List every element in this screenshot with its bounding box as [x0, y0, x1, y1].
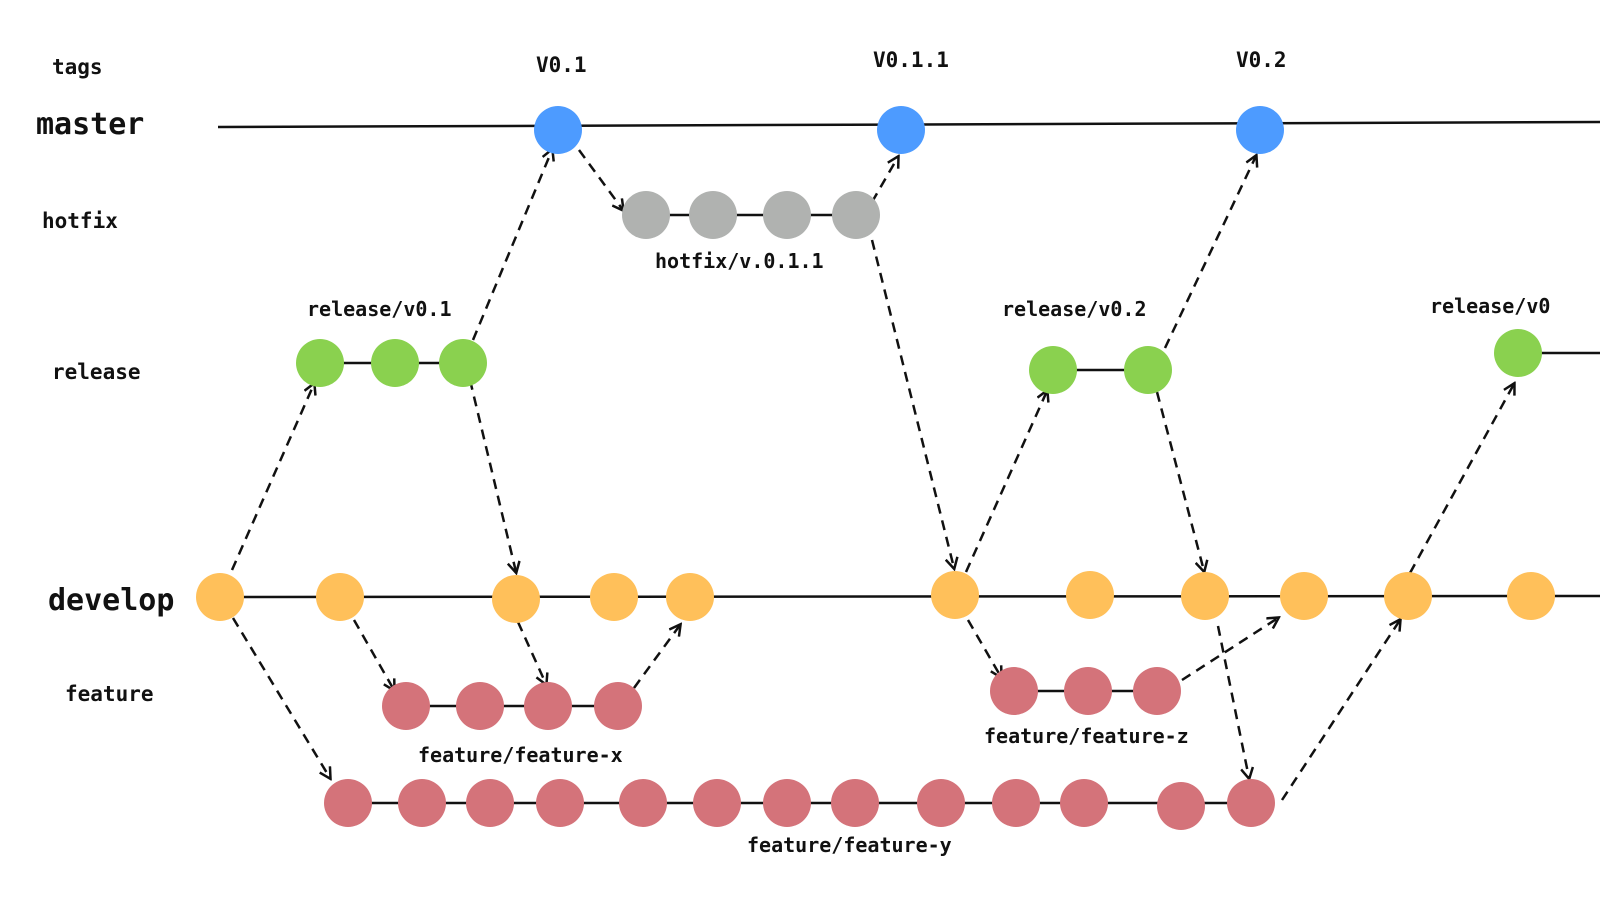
master-commit — [1236, 106, 1284, 154]
hotfix-commit — [622, 191, 670, 239]
develop-commit — [1280, 572, 1328, 620]
arrow-develop-to-feature-y-2 — [1216, 625, 1249, 778]
arrow-feature-y-to-develop — [1280, 620, 1400, 801]
master-commit — [877, 106, 925, 154]
feature-z-commit — [1133, 667, 1181, 715]
row-label-release: release — [52, 360, 141, 384]
feature-y-commit — [398, 779, 446, 827]
feature-y-commit — [1227, 779, 1275, 827]
develop-commit — [1384, 572, 1432, 620]
develop-commit — [1507, 572, 1555, 620]
arrow-develop-to-release-v0-2 — [964, 391, 1047, 573]
feature-y-commit — [693, 779, 741, 827]
feature-z-commit — [1064, 667, 1112, 715]
hotfix-commit — [763, 191, 811, 239]
feature-y-commit — [992, 779, 1040, 827]
develop-commit — [1181, 572, 1229, 620]
release-commit — [371, 339, 419, 387]
develop-line — [219, 594, 1600, 599]
hotfix-commit — [832, 191, 880, 239]
row-label-tags: tags — [52, 55, 103, 79]
row-label-master: master — [36, 107, 144, 142]
tag-label-v0-1-1: V0.1.1 — [873, 48, 949, 72]
develop-commit — [196, 573, 244, 621]
feature-y-commit — [536, 779, 584, 827]
arrow-feature-x-to-develop — [632, 625, 680, 689]
feature-y-commit — [831, 779, 879, 827]
arrow-develop-to-feature-x — [352, 619, 394, 690]
feature-x-commit — [456, 682, 504, 730]
arrow-feature-z-to-develop — [1181, 618, 1278, 682]
arrow-master-to-hotfix — [577, 149, 623, 210]
feature-z-commit — [990, 667, 1038, 715]
feature-y-commit — [324, 779, 372, 827]
develop-commit — [666, 573, 714, 621]
tag-label-v0-2: V0.2 — [1236, 48, 1287, 72]
feature-y-commit — [763, 779, 811, 827]
release-commit — [1029, 346, 1077, 394]
feature-y-commit — [1157, 782, 1205, 830]
tag-label-v0-1: V0.1 — [536, 53, 587, 77]
arrow-develop-to-release-v0-1 — [230, 384, 314, 571]
branch-label-release-v0-1: release/v0.1 — [307, 297, 452, 321]
release-commit — [296, 339, 344, 387]
hotfix-commit — [689, 191, 737, 239]
row-label-hotfix: hotfix — [42, 209, 118, 233]
master-commit — [534, 106, 582, 154]
arrow-hotfix-to-develop — [870, 239, 954, 568]
arrow-develop-to-release-v0-3 — [1408, 384, 1514, 574]
arrow-release-v0-1-to-develop — [468, 379, 516, 572]
release-commit — [439, 339, 487, 387]
develop-commit — [492, 575, 540, 623]
commit-nodes — [196, 106, 1555, 830]
release-commit — [1124, 346, 1172, 394]
feature-y-commit — [1060, 779, 1108, 827]
develop-commit — [590, 573, 638, 621]
feature-y-commit — [466, 779, 514, 827]
feature-y-commit — [619, 779, 667, 827]
develop-commit — [316, 573, 364, 621]
row-label-develop: develop — [48, 583, 174, 618]
release-commit — [1494, 329, 1542, 377]
arrow-hotfix-to-master — [870, 157, 898, 203]
branch-label-release-v0-3: release/v0 — [1430, 294, 1550, 318]
arrow-develop-to-feature-x-2 — [516, 621, 546, 684]
branch-label-hotfix: hotfix/v.0.1.1 — [655, 249, 824, 273]
feature-x-commit — [594, 682, 642, 730]
feature-x-commit — [524, 682, 572, 730]
feature-y-commit — [917, 779, 965, 827]
branch-label-feature-z: feature/feature-z — [984, 724, 1189, 748]
arrow-develop-to-feature-y — [231, 617, 330, 778]
branch-label-release-v0-2: release/v0.2 — [1002, 297, 1147, 321]
develop-commit — [1066, 571, 1114, 619]
arrow-release-v0-2-to-develop — [1155, 391, 1204, 571]
arrow-develop-to-feature-z — [966, 619, 1001, 677]
branch-label-feature-x: feature/feature-x — [418, 743, 623, 767]
branch-label-feature-y: feature/feature-y — [747, 833, 952, 857]
feature-x-commit — [382, 682, 430, 730]
arrow-release-v0-1-to-master — [471, 150, 552, 341]
develop-commit — [931, 571, 979, 619]
row-label-feature: feature — [65, 682, 154, 706]
arrow-release-v0-2-to-master — [1163, 156, 1256, 349]
